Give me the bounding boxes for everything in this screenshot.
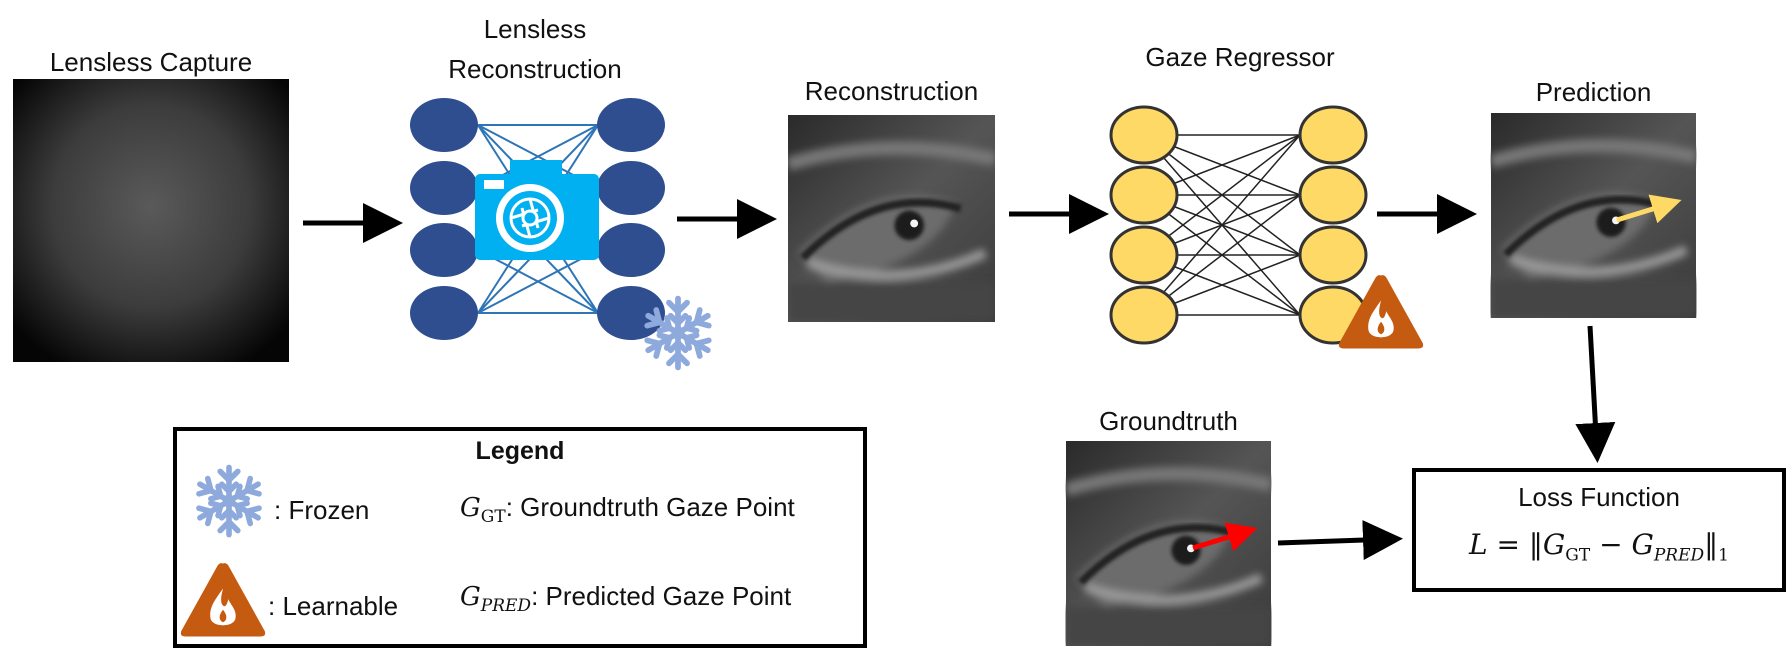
reconstruction-image — [788, 115, 995, 322]
legend-gt-entry: GGT: Groundtruth Gaze Point — [460, 492, 795, 527]
regressor-node — [1109, 105, 1179, 165]
legend-box: Legend — [173, 427, 867, 648]
loss-function-formula: L = ‖GGT − GPRED‖1 — [1469, 528, 1729, 566]
label-groundtruth: Groundtruth — [1099, 406, 1238, 436]
prediction-image — [1491, 113, 1696, 318]
recon-node — [597, 98, 665, 152]
groundtruth-image — [1066, 441, 1271, 646]
regressor-node — [1109, 285, 1179, 345]
arrow-groundtruth-to-loss — [1277, 520, 1403, 561]
legend-pred-desc: : Predicted Gaze Point — [531, 581, 792, 611]
recon-node — [410, 161, 478, 215]
recon-node — [410, 223, 478, 277]
label-prediction: Prediction — [1535, 77, 1652, 107]
prediction-gaze-arrow — [1616, 194, 1682, 224]
regressor-node — [1109, 165, 1179, 225]
label-lensless-recon-line2: Reconstruction — [448, 54, 622, 84]
recon-node — [410, 286, 478, 340]
legend-pred-symbol: GPRED — [460, 582, 532, 617]
legend-frozen-label: : Frozen — [274, 495, 370, 525]
frozen-snowflake-icon — [644, 299, 713, 368]
label-lensless-capture: Lensless Capture — [49, 47, 253, 77]
camera-icon — [475, 160, 599, 260]
legend-learnable-label: : Learnable — [268, 591, 399, 621]
label-reconstruction: Reconstruction — [804, 76, 979, 106]
regressor-node — [1298, 165, 1368, 225]
recon-node — [410, 98, 478, 152]
label-lensless-recon-line1: Lensless — [483, 14, 587, 44]
loss-function-box: Loss Function L = ‖GGT − GPRED‖1 — [1412, 468, 1786, 592]
groundtruth-gaze-arrow — [1192, 522, 1258, 552]
regressor-node — [1298, 225, 1368, 285]
legend-title: Legend — [475, 437, 565, 465]
loss-function-title: Loss Function — [1518, 482, 1680, 512]
legend-pred-entry: GPRED: Predicted Gaze Point — [460, 581, 791, 616]
legend-gt-symbol: GGT — [460, 493, 506, 528]
regressor-node — [1109, 225, 1179, 285]
recon-node — [597, 161, 665, 215]
lensless-capture-image — [13, 79, 289, 362]
recon-node — [597, 223, 665, 277]
lensless-recon-network — [410, 98, 712, 367]
gaze-regressor-network — [1109, 105, 1424, 349]
label-gaze-regressor: Gaze Regressor — [1145, 42, 1335, 72]
regressor-node — [1298, 105, 1368, 165]
arrow-prediction-to-loss — [1575, 325, 1616, 463]
legend-gt-desc: : Groundtruth Gaze Point — [505, 492, 795, 522]
